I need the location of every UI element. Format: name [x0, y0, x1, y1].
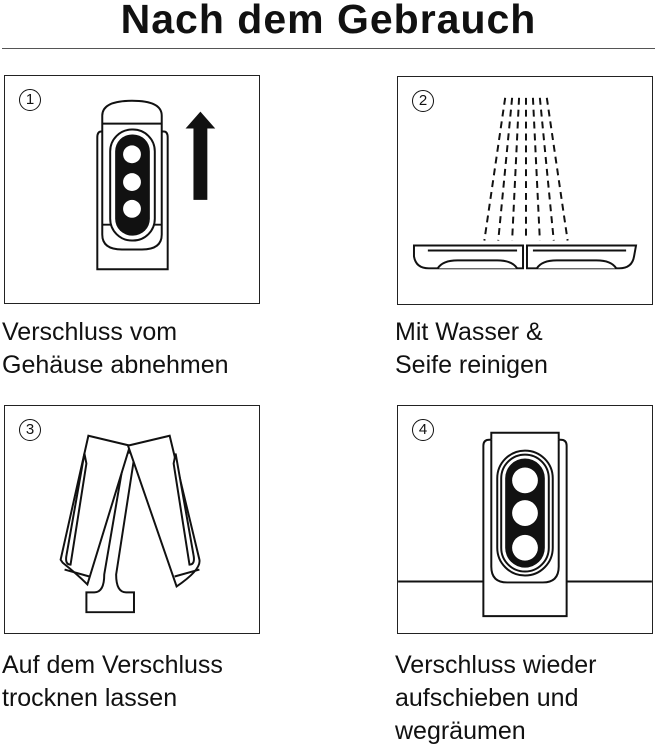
step-3-illustration: 3 [4, 405, 260, 634]
step-1-illustration: 1 [4, 75, 260, 304]
caption-line: wegräumen [395, 717, 526, 745]
step-number: 1 [19, 89, 41, 111]
water-rinse-icon [412, 97, 638, 270]
step-4-caption: Verschluss wieder aufschieben und wegräu… [395, 649, 596, 748]
caption-line: Mit Wasser & [395, 318, 543, 346]
step-number: 4 [412, 419, 434, 441]
arrow-up-icon [185, 111, 216, 200]
title-divider [2, 48, 655, 49]
caption-line: Gehäuse abnehmen [2, 351, 229, 379]
caption-line: aufschieben und [395, 684, 579, 712]
step-number: 2 [412, 90, 434, 112]
reattach-cap-icon [398, 431, 652, 618]
caption-line: Auf dem Verschluss [2, 651, 223, 679]
caption-line: Verschluss wieder [395, 651, 597, 679]
drying-on-cap-icon [59, 434, 201, 614]
remove-cap-icon [96, 99, 216, 271]
caption-line: Verschluss vom [2, 318, 178, 346]
step-number: 3 [19, 419, 41, 441]
step-2-illustration: 2 [397, 76, 653, 305]
step-4-illustration: 4 [397, 405, 653, 634]
page-title: Nach dem Gebrauch [120, 0, 537, 42]
step-1-caption: Verschluss vom Gehäuse abnehmen [2, 316, 229, 382]
step-3-caption: Auf dem Verschluss trocknen lassen [2, 649, 223, 715]
caption-line: trocknen lassen [2, 684, 178, 712]
caption-line: Seife reinigen [395, 351, 548, 379]
step-2-caption: Mit Wasser & Seife reinigen [395, 316, 548, 382]
